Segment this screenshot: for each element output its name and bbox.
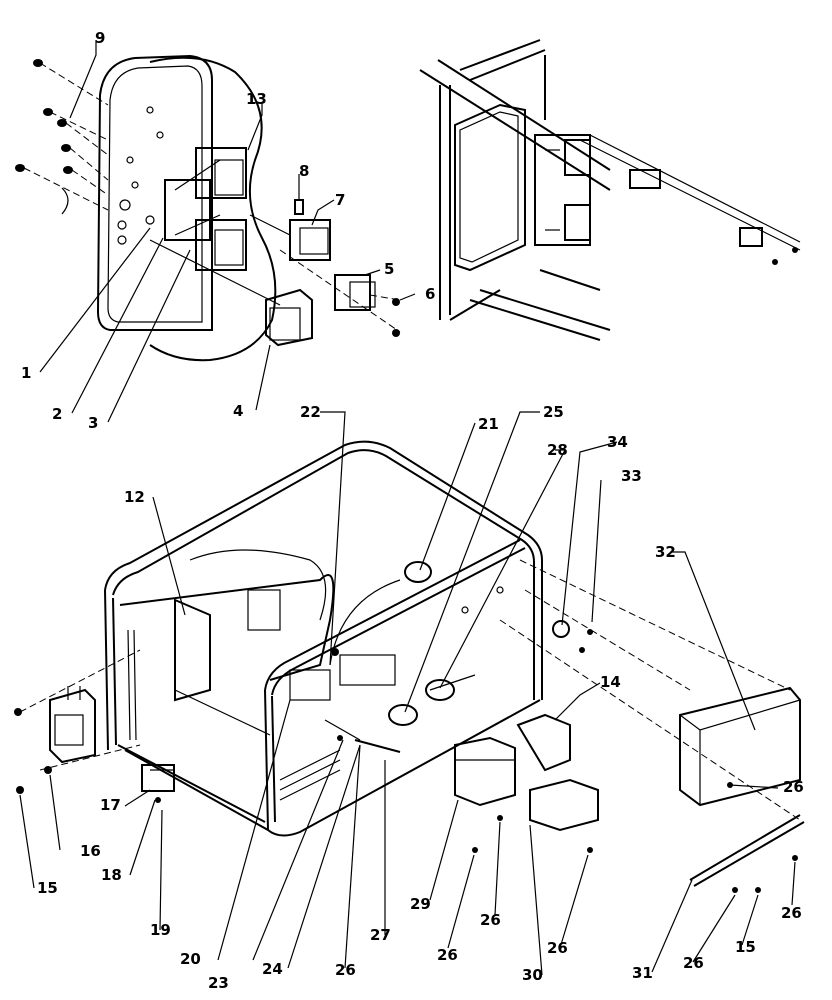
callout-6: 6 [425, 285, 435, 303]
callout-labels: 9 13 7 8 5 6 1 2 3 4 12 22 21 25 28 34 3… [21, 29, 804, 992]
callout-1: 1 [21, 364, 31, 382]
callout-7: 7 [335, 191, 345, 209]
callout-5: 5 [384, 260, 394, 278]
callout-16: 16 [80, 842, 101, 860]
left-screws [15, 59, 109, 215]
callout-15-a: 15 [37, 879, 58, 897]
callout-23: 23 [208, 974, 229, 992]
callout-31: 31 [632, 964, 653, 982]
callout-26-e: 26 [547, 939, 568, 957]
callout-8: 8 [299, 162, 309, 180]
callout-4: 4 [233, 402, 243, 420]
callout-18: 18 [101, 866, 122, 884]
callout-22: 22 [300, 403, 321, 421]
callout-12: 12 [124, 488, 145, 506]
callout-15-b: 15 [735, 938, 756, 956]
callout-29: 29 [410, 895, 431, 913]
callout-20: 20 [180, 950, 201, 968]
callout-26-c: 26 [437, 946, 458, 964]
callout-24: 24 [262, 960, 283, 978]
callout-14: 14 [600, 673, 621, 691]
callout-28: 28 [547, 441, 568, 459]
callout-21: 21 [478, 415, 499, 433]
callout-26-b: 26 [335, 961, 356, 979]
callout-26-f: 26 [683, 954, 704, 972]
callout-2: 2 [52, 405, 62, 423]
callout-19: 19 [150, 921, 171, 939]
callout-33: 33 [621, 467, 642, 485]
callout-32: 32 [655, 543, 676, 561]
callout-3: 3 [88, 414, 98, 432]
callout-17: 17 [100, 796, 121, 814]
installed-view [419, 39, 801, 341]
control-panel-assembly [15, 54, 401, 362]
callout-34: 34 [607, 433, 628, 451]
cabinet-assembly [14, 440, 805, 893]
callout-13: 13 [246, 90, 267, 108]
leader-lines [19, 40, 796, 976]
callout-27: 27 [370, 926, 391, 944]
callout-30: 30 [522, 966, 543, 984]
callout-26-a: 26 [783, 778, 804, 796]
callout-9: 9 [95, 29, 105, 47]
callout-25: 25 [543, 403, 564, 421]
callout-26-d: 26 [480, 911, 501, 929]
callout-26-g: 26 [781, 904, 802, 922]
